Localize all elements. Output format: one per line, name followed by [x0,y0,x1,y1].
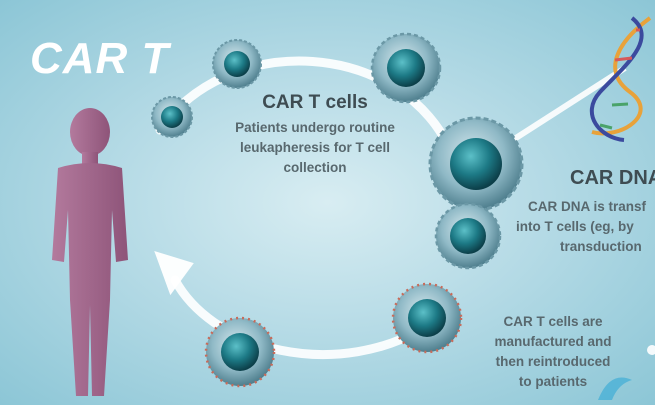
car-t-cell-icon [391,282,463,354]
cells-desc-line: leukapheresis for T cell [239,140,391,155]
dna-desc-line: into T cells (eg, by [516,219,634,234]
cells-step-heading: CAR T cells [262,92,368,113]
car-t-cell-icon [434,202,502,270]
cells-step-description: Patients undergo routine leukapheresis f… [210,118,420,178]
t-cell-icon [370,32,442,104]
reintro-desc-line: then reintroduced [495,354,611,369]
dna-step-heading: CAR DNA [570,167,655,189]
dna-step-description: CAR DNA is transf into T cells (eg, by t… [516,197,655,257]
reintro-desc-line: to patients [518,374,588,389]
dna-helix-icon [589,16,652,142]
cells-desc-line: Patients undergo routine [235,120,395,135]
t-cell-icon [151,96,193,138]
reinfusion-step-description: CAR T cells are manufactured and then re… [478,312,628,392]
cycle-arrow-icon [154,56,455,360]
page-title: CAR T [30,34,170,83]
dna-desc-line: CAR DNA is transf [528,199,647,214]
reintro-desc-line: manufactured and [494,334,612,349]
reintro-desc-line: CAR T cells are [503,314,603,329]
dna-desc-line: transduction [560,239,642,254]
decorative-swoosh-icon [598,345,655,400]
t-cell-icon [428,116,524,212]
human-silhouette-icon [52,108,128,396]
cells-desc-line: collection [283,160,347,175]
car-t-cell-icon [204,316,276,388]
t-cell-icon [212,39,262,89]
